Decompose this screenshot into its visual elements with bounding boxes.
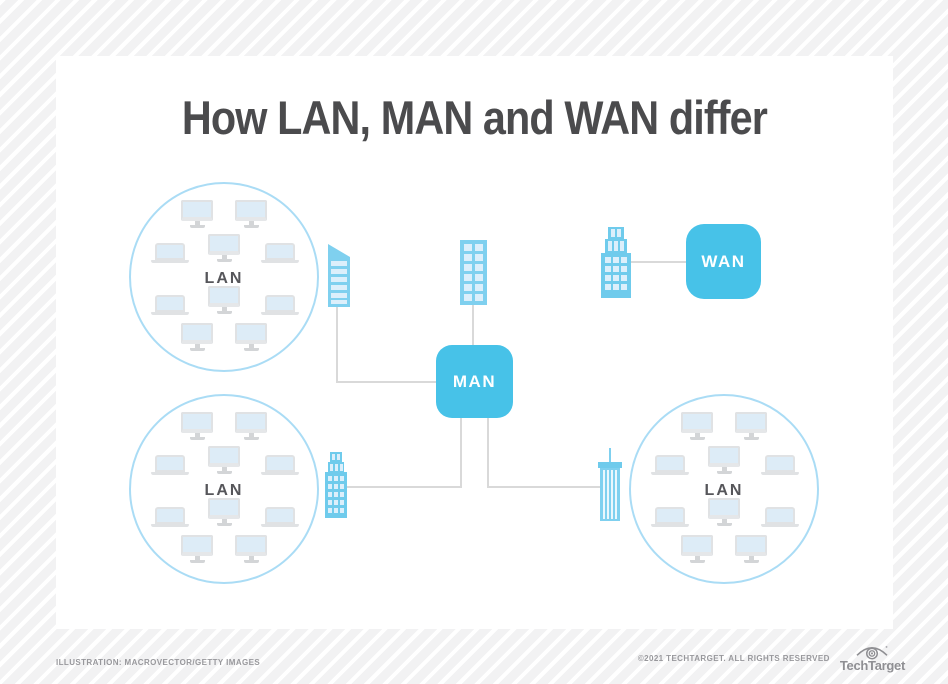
- laptop-icon: [261, 507, 299, 527]
- lan-cluster-bottom-left: LAN: [129, 394, 319, 584]
- connector-line: [487, 418, 489, 488]
- wan-node: WAN: [686, 224, 761, 299]
- striped-tower-icon: [598, 448, 622, 521]
- monitor-icon: [235, 323, 267, 351]
- eye-icon: [856, 645, 888, 659]
- connector-line: [347, 486, 462, 488]
- monitor-icon: [708, 446, 740, 474]
- monitor-icon: [735, 535, 767, 563]
- monitor-icon: [181, 535, 213, 563]
- stepped-skyscraper-icon: [601, 227, 631, 298]
- office-tower-icon: [460, 240, 487, 305]
- monitor-icon: [681, 535, 713, 563]
- lan-label: LAN: [204, 482, 244, 499]
- laptop-icon: [261, 295, 299, 315]
- techtarget-logo: TechTarget: [840, 645, 905, 672]
- illustration-credit: ILLUSTRATION: MACROVECTOR/GETTY IMAGES: [56, 658, 261, 667]
- connector-line: [336, 307, 338, 383]
- monitor-icon: [208, 446, 240, 474]
- connector-line: [625, 261, 686, 263]
- lan-label: LAN: [704, 482, 744, 499]
- monitor-icon: [208, 234, 240, 262]
- monitor-icon: [235, 535, 267, 563]
- brand-wordmark: TechTarget: [839, 657, 905, 673]
- wan-label: WAN: [701, 251, 746, 271]
- lan-cluster-top-left: LAN: [129, 182, 319, 372]
- stepped-skyscraper-icon: [325, 452, 347, 518]
- connector-line: [460, 418, 462, 488]
- monitor-icon: [681, 412, 713, 440]
- connector-line: [487, 486, 603, 488]
- monitor-icon: [208, 498, 240, 526]
- laptop-icon: [651, 507, 689, 527]
- man-label: MAN: [452, 371, 497, 391]
- lan-label: LAN: [204, 270, 244, 287]
- laptop-icon: [261, 455, 299, 475]
- monitor-icon: [208, 286, 240, 314]
- footer-right: ©2021 TECHTARGET. ALL RIGHTS RESERVED Te…: [638, 642, 905, 674]
- monitor-icon: [181, 200, 213, 228]
- laptop-icon: [151, 455, 189, 475]
- monitor-icon: [181, 412, 213, 440]
- slab-building-icon: [328, 244, 350, 307]
- monitor-icon: [708, 498, 740, 526]
- laptop-icon: [261, 243, 299, 263]
- connector-line: [472, 305, 474, 345]
- monitor-icon: [735, 412, 767, 440]
- lan-cluster-bottom-right: LAN: [629, 394, 819, 584]
- laptop-icon: [651, 455, 689, 475]
- page-title: How LAN, MAN and WAN differ: [181, 91, 768, 144]
- monitor-icon: [235, 200, 267, 228]
- laptop-icon: [761, 455, 799, 475]
- connector-line: [336, 381, 436, 383]
- laptop-icon: [151, 507, 189, 527]
- laptop-icon: [761, 507, 799, 527]
- laptop-icon: [151, 243, 189, 263]
- monitor-icon: [181, 323, 213, 351]
- laptop-icon: [151, 295, 189, 315]
- man-node: MAN: [436, 345, 513, 418]
- title-wrap: How LAN, MAN and WAN differ: [56, 90, 893, 145]
- monitor-icon: [235, 412, 267, 440]
- copyright-text: ©2021 TECHTARGET. ALL RIGHTS RESERVED: [637, 653, 830, 663]
